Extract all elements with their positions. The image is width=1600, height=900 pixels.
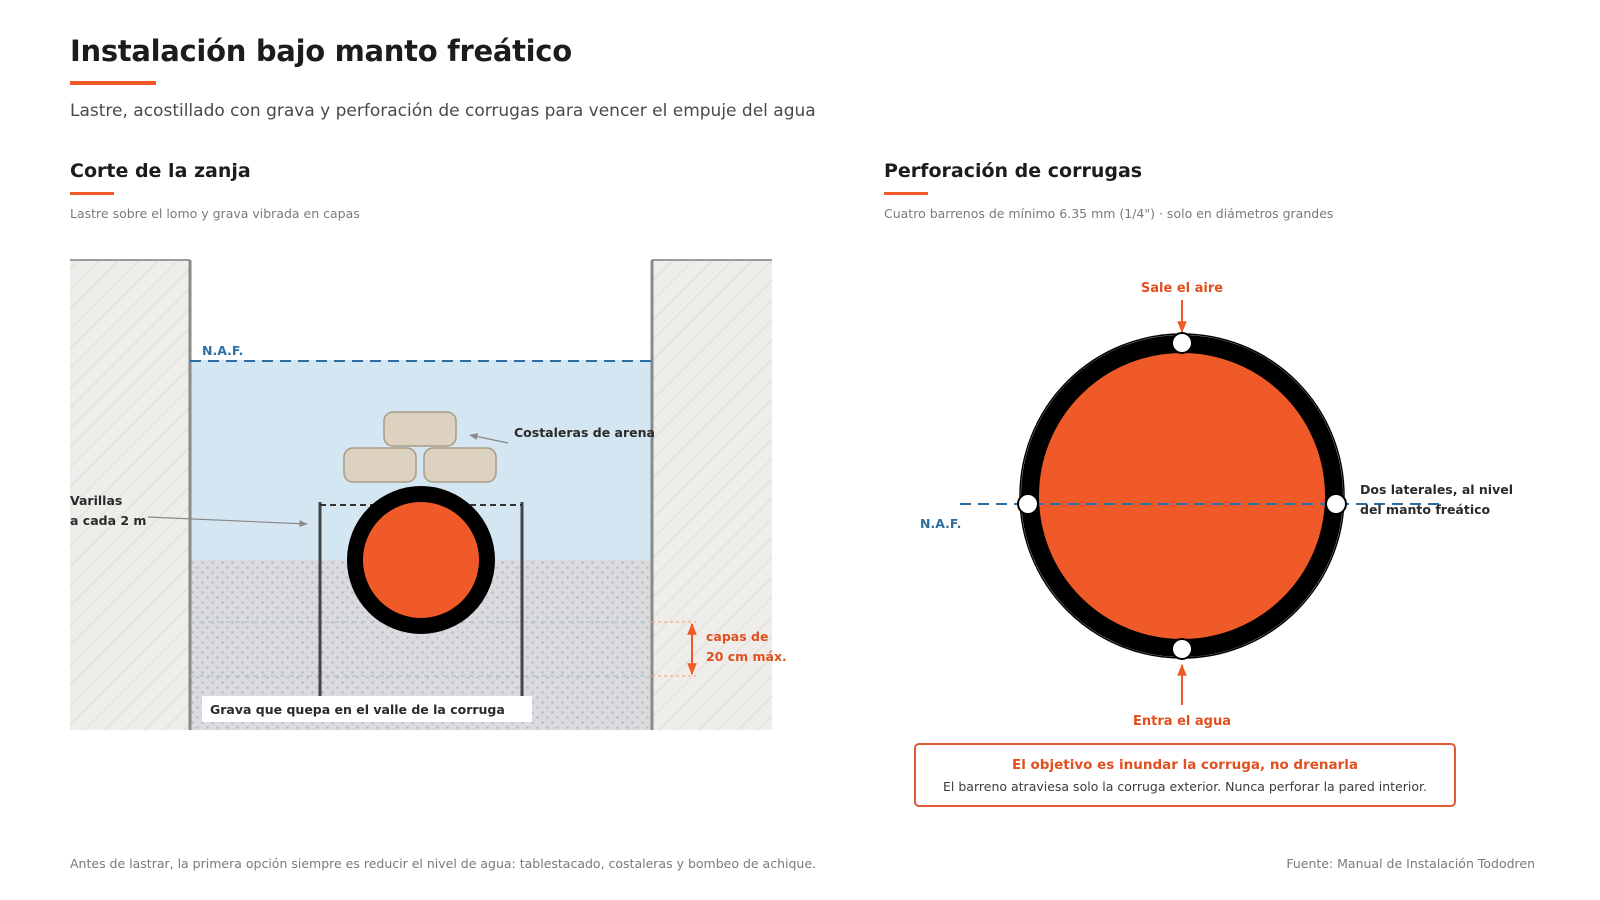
- page-title: Instalación bajo manto freático: [70, 34, 572, 68]
- title-accent-rule: [70, 81, 156, 85]
- layers-label-line2: 20 cm máx.: [706, 649, 787, 664]
- layers-label-line1: capas de: [706, 629, 768, 644]
- objective-note-box: El objetivo es inundar la corruga, no dr…: [914, 743, 1456, 807]
- gravel-label: Grava que quepa en el valle de la corrug…: [210, 702, 505, 717]
- right-side-hole: [1325, 493, 1347, 515]
- sandbag: [383, 411, 457, 447]
- pipe-perforation-diagram: Sale el aire N.A.F. Dos laterales, al ni…: [920, 281, 1513, 729]
- top-hole: [1171, 332, 1193, 354]
- page-footnote: Antes de lastrar, la primera opción siem…: [70, 856, 816, 871]
- side-holes-label-line2: del manto freático: [1360, 502, 1491, 517]
- left-side-hole: [1017, 493, 1039, 515]
- rods-label-line2: a cada 2 m: [70, 513, 146, 528]
- objective-note-body: El barreno atraviesa solo la corruga ext…: [943, 779, 1427, 794]
- source-credit: Fuente: Manual de Instalación Tododren: [1286, 856, 1535, 871]
- soil-wall-left: [70, 260, 190, 730]
- sandbag: [343, 447, 417, 483]
- pipe-circle: [1021, 335, 1343, 657]
- trench-section-heading: Corte de la zanja: [70, 160, 251, 182]
- page-subtitle: Lastre, acostillado con grava y perforac…: [70, 101, 816, 121]
- perforation-section-subheading: Cuatro barrenos de mínimo 6.35 mm (1/4")…: [884, 206, 1334, 221]
- perforation-section-heading: Perforación de corrugas: [884, 160, 1143, 182]
- trench-naf-label: N.A.F.: [202, 343, 243, 358]
- trench-section-subheading: Lastre sobre el lomo y grava vibrada en …: [70, 206, 360, 221]
- bottom-hole: [1171, 638, 1193, 660]
- trench-heading-rule: [70, 192, 114, 195]
- water-in-label: Entra el agua: [1133, 714, 1231, 729]
- sandbag-pointer-arrow: [469, 433, 509, 444]
- sandbag: [423, 447, 497, 483]
- soil-wall-right: [652, 260, 772, 730]
- side-holes-label-line1: Dos laterales, al nivel: [1360, 482, 1513, 497]
- perforation-naf-label: N.A.F.: [920, 516, 961, 531]
- gravel-label-box: [202, 696, 532, 722]
- objective-note-title: El objetivo es inundar la corruga, no dr…: [1011, 757, 1359, 773]
- pipe-section: [347, 486, 495, 634]
- rods-label-line1: Varillas: [70, 493, 122, 508]
- trench-cross-section-diagram: N.A.F. Costaleras de arena Varillas a ca…: [70, 259, 787, 730]
- air-out-label: Sale el aire: [1141, 281, 1223, 296]
- rods-pointer-arrow: [147, 516, 308, 528]
- perforation-heading-rule: [884, 192, 928, 195]
- sandbags-label: Costaleras de arena: [514, 425, 655, 440]
